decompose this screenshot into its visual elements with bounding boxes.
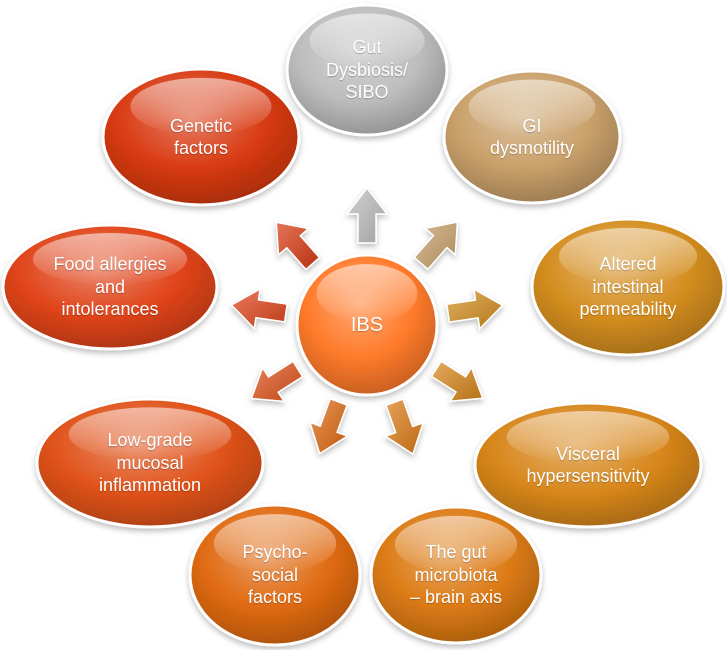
arrows-group bbox=[230, 186, 504, 456]
gut-dysbiosis-arrow bbox=[345, 186, 389, 244]
visceral-hypersensitivity-highlight bbox=[506, 411, 670, 464]
ovals-group bbox=[1, 3, 726, 647]
gi-dysmotility-oval bbox=[442, 69, 622, 205]
psychosocial-arrow bbox=[308, 397, 350, 455]
gut-dysbiosis-highlight bbox=[309, 13, 425, 69]
gut-brain-axis-arrow bbox=[383, 398, 425, 456]
mucosal-inflammation-arrow bbox=[250, 360, 304, 403]
gi-dysmotility-highlight bbox=[468, 79, 596, 136]
visceral-hypersensitivity-oval bbox=[473, 401, 703, 529]
ibs-center-oval bbox=[295, 253, 439, 397]
ibs-center-highlight bbox=[316, 264, 418, 323]
food-allergies-arrow bbox=[230, 287, 289, 331]
altered-permeability-highlight bbox=[558, 227, 698, 285]
altered-permeability-arrow bbox=[445, 287, 504, 331]
psychosocial-highlight bbox=[213, 514, 337, 573]
psychosocial-oval bbox=[188, 503, 362, 647]
visceral-hypersensitivity-arrow bbox=[430, 360, 484, 403]
gut-brain-axis-highlight bbox=[394, 515, 518, 573]
food-allergies-highlight bbox=[32, 233, 188, 286]
gut-dysbiosis-oval bbox=[285, 3, 449, 137]
gi-dysmotility-arrow bbox=[413, 221, 459, 271]
mucosal-inflammation-highlight bbox=[68, 407, 232, 462]
genetic-factors-arrow bbox=[275, 221, 321, 271]
genetic-factors-oval bbox=[101, 67, 301, 207]
genetic-factors-highlight bbox=[130, 77, 272, 135]
mucosal-inflammation-oval bbox=[35, 397, 265, 529]
food-allergies-oval bbox=[1, 223, 219, 351]
altered-permeability-oval bbox=[530, 217, 726, 357]
gut-brain-axis-oval bbox=[369, 505, 543, 645]
